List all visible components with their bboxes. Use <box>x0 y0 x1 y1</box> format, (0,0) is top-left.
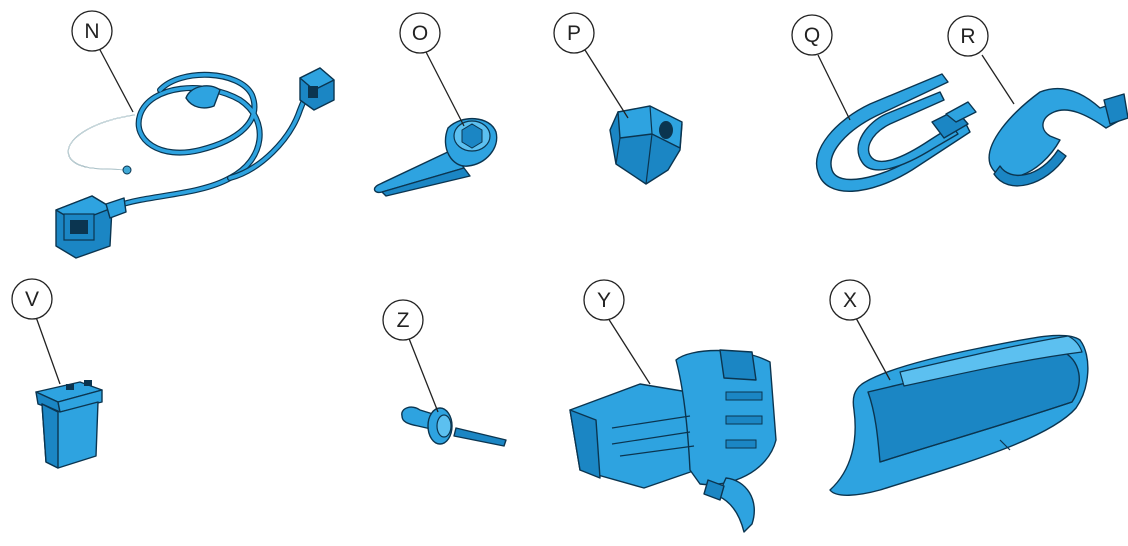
part-z-push-pin-rivet <box>401 406 507 447</box>
part-p-hex-nut <box>609 105 683 185</box>
part-x-trim-cover <box>829 334 1089 496</box>
leader-line-v <box>35 316 61 385</box>
callout-x: X <box>829 279 871 321</box>
part-q-folded-cable-tie <box>815 73 977 192</box>
callout-label-n: N <box>84 20 99 43</box>
callout-label-r: R <box>960 25 975 48</box>
callout-label-p: P <box>567 22 581 45</box>
callout-label-q: Q <box>804 24 820 47</box>
callout-label-y: Y <box>597 289 611 312</box>
leader-line-o <box>424 49 465 127</box>
callout-label-z: Z <box>397 309 410 332</box>
leader-line-n <box>98 47 134 113</box>
callout-label-v: V <box>25 288 39 311</box>
part-o-tapered-pin <box>373 117 498 197</box>
part-y-bracket-clip <box>569 349 777 533</box>
callout-label-o: O <box>412 22 428 45</box>
callout-r: R <box>947 15 989 57</box>
callout-o: O <box>399 12 441 54</box>
leader-line-z <box>407 335 439 413</box>
callout-q: Q <box>791 14 833 56</box>
callout-label-x: X <box>843 289 857 312</box>
leader-line-q <box>817 54 851 121</box>
part-r-looped-cable-tie <box>988 87 1128 187</box>
leader-line-r <box>981 54 1015 105</box>
part-n-wiring-harness <box>55 67 335 259</box>
part-v-blade-fuse <box>35 380 103 469</box>
leader-line-y <box>607 317 651 385</box>
callout-y: Y <box>583 279 625 321</box>
leader-line-p <box>584 49 629 119</box>
callout-n: N <box>71 10 113 52</box>
leader-line-x <box>855 317 891 381</box>
callout-p: P <box>553 12 595 54</box>
callout-v: V <box>11 278 53 320</box>
callout-z: Z <box>382 299 424 341</box>
